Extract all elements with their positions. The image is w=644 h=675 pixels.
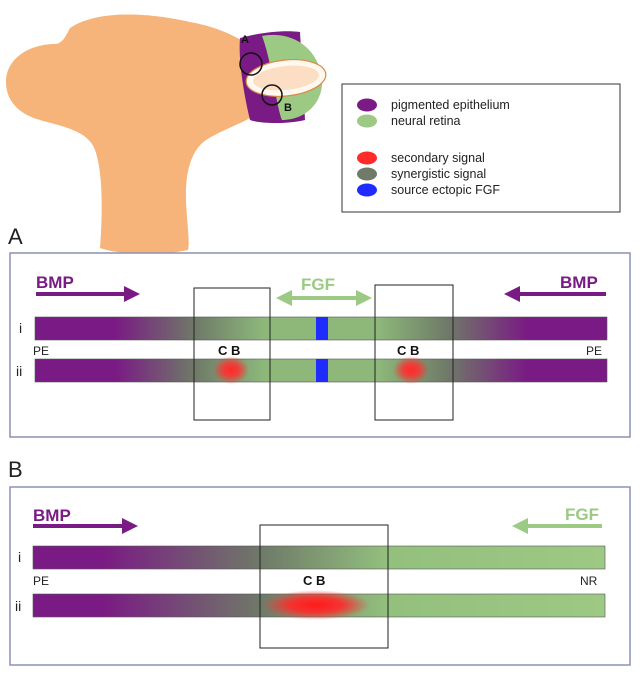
panel-b-secondary-signal: [262, 590, 370, 620]
panel-a-pe-right-label: PE: [586, 344, 602, 358]
legend-label-secondary-signal: secondary signal: [391, 151, 485, 165]
panel-b-letter: B: [8, 457, 23, 482]
circle-a-marker: [239, 52, 263, 76]
legend-swatch-neural-retina: [357, 114, 377, 128]
panel-a-bar-i-fgf-source: [316, 317, 328, 340]
panel-a-secondary-signal-left: [213, 356, 249, 384]
legend-swatch-source-ectopic-fgf: [357, 183, 377, 197]
panel-b-row-ii-label: ii: [15, 598, 21, 614]
panel-b-row-i-label: i: [18, 549, 21, 565]
panel-a-bmp-right-label: BMP: [560, 273, 598, 292]
panel-a-fgf-double-arrow: [276, 290, 372, 306]
panel-a-bmp-left-arrow: [36, 286, 140, 302]
panel-b: BMP FGF i ii PE NR C B: [9, 486, 631, 666]
panel-b-fgf-label: FGF: [565, 505, 599, 524]
panel-b-bmp-label: BMP: [33, 506, 71, 525]
panel-b-bmp-arrow: [33, 518, 138, 534]
panel-a-cb-left-label: C B: [218, 343, 240, 358]
legend-swatch-pigmented-epithelium: [357, 98, 377, 112]
panel-b-frame: [9, 486, 631, 666]
panel-a-letter: A: [8, 224, 23, 249]
legend-label-pigmented-epithelium: pigmented epithelium: [391, 98, 510, 112]
panel-a-row-i-label: i: [19, 320, 22, 336]
circle-b-label: B: [284, 102, 292, 114]
panel-a-bar-ii-fgf-source: [316, 359, 328, 382]
legend-label-synergistic-signal: synergistic signal: [391, 167, 486, 181]
legend-swatch-synergistic-signal: [357, 167, 377, 181]
embryo-body: [6, 14, 250, 254]
panel-a-bmp-left-label: BMP: [36, 273, 74, 292]
legend-label-neural-retina: neural retina: [391, 114, 461, 128]
embryo-illustration: A B: [6, 14, 327, 254]
panel-b-fgf-arrow: [512, 518, 602, 534]
legend: pigmented epithelium neural retina secon…: [341, 83, 621, 213]
panel-a-cb-right-label: C B: [397, 343, 419, 358]
legend-swatch-secondary-signal: [357, 151, 377, 165]
legend-label-source-ectopic-fgf: source ectopic FGF: [391, 183, 500, 197]
panel-a-zoom-box-left: [193, 287, 271, 421]
panel-a-bmp-right-arrow: [504, 286, 606, 302]
legend-box: [341, 83, 621, 213]
circle-a-label: A: [241, 34, 249, 46]
lens-inner: [253, 65, 319, 91]
panel-a-secondary-signal-right: [393, 356, 429, 384]
panel-a-zoom-box-right: [374, 284, 454, 421]
panel-b-zoom-box: [259, 524, 389, 649]
panel-b-pe-label: PE: [33, 574, 49, 588]
circle-b-marker: [261, 84, 283, 106]
panel-a: BMP BMP FGF i ii PE PE: [9, 252, 631, 438]
panel-b-nr-label: NR: [580, 574, 598, 588]
panel-a-fgf-label: FGF: [301, 275, 335, 294]
panel-a-frame: [9, 252, 631, 438]
panel-a-pe-left-label: PE: [33, 344, 49, 358]
panel-b-cb-label: C B: [303, 573, 325, 588]
panel-b-bar-i: [32, 545, 606, 570]
panel-a-row-ii-label: ii: [16, 363, 22, 379]
